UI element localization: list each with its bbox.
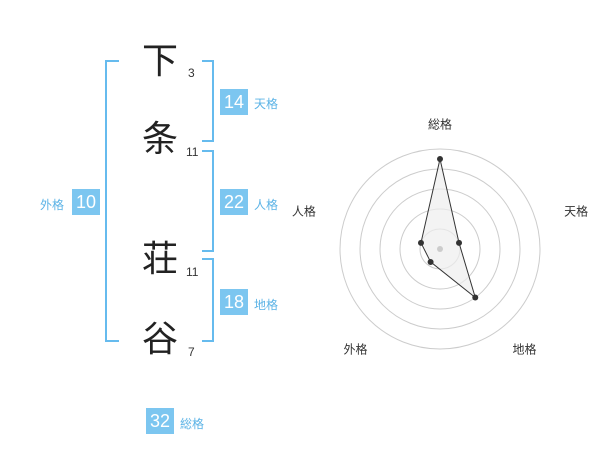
jinkaku-label: 人格: [254, 198, 279, 212]
gaikaku-bracket: [105, 60, 119, 342]
chikaku-value: 18: [220, 289, 248, 315]
jinkaku-bracket: [202, 150, 214, 252]
radar-axis-label-4: 外格: [343, 342, 367, 357]
name-char-1: 下: [141, 41, 178, 82]
stroke-count-1: 3: [188, 66, 195, 80]
chikaku-bracket: [202, 258, 214, 342]
stroke-count-2: 11: [186, 145, 199, 159]
name-char-3: 荘: [141, 239, 178, 280]
name-char-2: 条: [141, 119, 178, 160]
radar-axis-label-2: 天格: [564, 203, 588, 218]
radar-axis-label-3: 地格: [513, 342, 537, 357]
tenkaku-label: 天格: [254, 97, 279, 111]
stroke-count-3: 11: [186, 265, 199, 279]
gaikaku-value: 10: [72, 189, 100, 215]
tenkaku-value: 14: [220, 89, 248, 115]
stroke-count-4: 7: [188, 345, 195, 359]
radar-ring: [339, 148, 541, 350]
radar-center-point: [437, 246, 443, 252]
radar-point-1: [437, 156, 443, 162]
radar-point-4: [427, 258, 434, 265]
jinkaku-value: 22: [220, 189, 248, 215]
radar-axis-label-1: 総格: [428, 117, 452, 132]
name-char-4: 谷: [141, 319, 178, 360]
radar-point-2: [456, 239, 463, 246]
radar-point-3: [472, 294, 479, 301]
soukaku-value: 32: [146, 408, 174, 434]
gaikaku-label: 外格: [40, 198, 65, 212]
radar-point-5: [417, 239, 424, 246]
soukaku-label: 総格: [180, 417, 205, 431]
chikaku-label: 地格: [254, 298, 279, 312]
tenkaku-bracket: [202, 60, 214, 142]
radar-polygon: [420, 158, 477, 299]
radar-axis-label-5: 人格: [292, 203, 316, 218]
